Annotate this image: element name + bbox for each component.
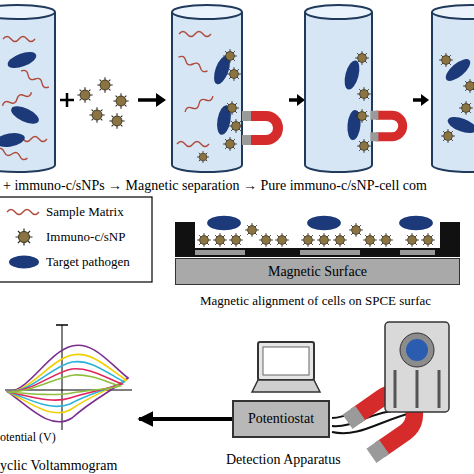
legend-text: Immuno-c/sNP bbox=[46, 230, 125, 244]
mixing-tube bbox=[172, 5, 243, 172]
legend-sample bbox=[16, 229, 33, 246]
process-arrow bbox=[138, 93, 166, 107]
magnet bbox=[242, 111, 278, 145]
complex-tube bbox=[432, 5, 474, 172]
magnet bbox=[370, 111, 402, 142]
flow-arrow bbox=[139, 417, 232, 421]
figure-caption: Detection Apparatus bbox=[226, 452, 341, 467]
plus-sign bbox=[60, 93, 74, 107]
sample-tube bbox=[0, 5, 55, 172]
legend-text: Target pathogen bbox=[46, 255, 130, 269]
legend-sample bbox=[9, 256, 39, 269]
separation-tube bbox=[305, 5, 372, 172]
process-arrow bbox=[289, 94, 305, 106]
legend-box bbox=[0, 197, 152, 282]
process-caption: + immuno-c/sNPs → Magnetic separation → … bbox=[3, 178, 427, 193]
figure-caption: yclic Voltammogram bbox=[0, 458, 117, 473]
magnetic-surface: Magnetic Surface bbox=[175, 258, 460, 285]
legend-sample bbox=[7, 210, 39, 215]
nanoparticle-cluster bbox=[77, 77, 128, 128]
laptop bbox=[252, 342, 320, 392]
figure-caption: Magnetic alignment of cells on SPCE surf… bbox=[200, 294, 431, 308]
spce-cross-section bbox=[175, 216, 460, 257]
spce-electrode bbox=[332, 322, 449, 463]
process-arrow bbox=[413, 94, 429, 106]
node-text: Potentiostat bbox=[248, 411, 314, 426]
potentiostat-box: Potentiostat bbox=[232, 400, 330, 438]
legend-text: Sample Matrix bbox=[46, 205, 124, 219]
node-text: Magnetic Surface bbox=[268, 264, 367, 279]
voltammogram-plot bbox=[5, 325, 132, 430]
node-text: otential (V) bbox=[0, 431, 56, 444]
voltammogram-plot: otential (V) bbox=[0, 318, 138, 456]
